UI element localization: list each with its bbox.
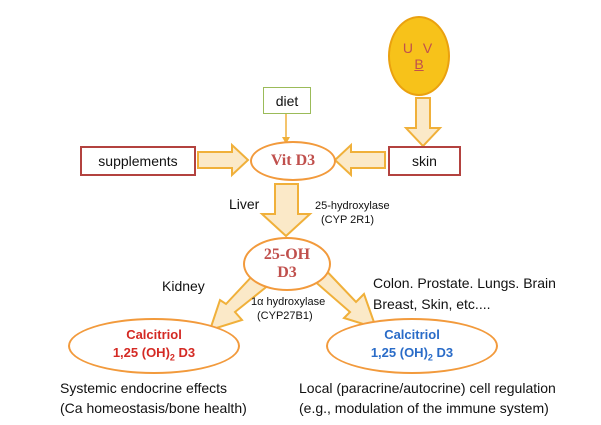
liver-label: Liver <box>229 196 260 212</box>
25-hydroxylase-line2: (CYP 2R1) <box>321 214 374 226</box>
target-tissues-label: Colon. Prostate. Lungs. Brain Breast, Sk… <box>373 273 556 315</box>
systemic-effects-label: Systemic endocrine effects (Ca homeostas… <box>60 378 247 418</box>
calcitriol-right-ellipse: Calcitriol 1,25 (OH)2 D3 <box>326 318 498 374</box>
calcitriol-left-name: Calcitriol <box>126 326 182 342</box>
uvb-sun-circle: U V B <box>388 16 450 96</box>
target-tissues-line2: Breast, Skin, etc.... <box>373 296 491 312</box>
diet-label: diet <box>275 92 299 109</box>
1a-hydroxylase-label: 1α hydroxylase (CYP27B1) <box>251 295 325 323</box>
supplements-label: supplements <box>98 153 178 169</box>
calcitriol-left-formula-pre: 1,25 (OH) <box>112 344 170 360</box>
25-hydroxylase-line1: 25-hydroxylase <box>315 200 390 212</box>
1a-hydroxylase-line1: 1α hydroxylase <box>251 296 326 308</box>
calcitriol-left-formula: 1,25 (OH)2 D3 <box>113 344 195 367</box>
25oh-to-calcitriol-left-arrow <box>208 270 272 332</box>
calcitriol-left-ellipse: Calcitriol 1,25 (OH)2 D3 <box>68 318 240 374</box>
25oh-line2: D3 <box>277 264 297 281</box>
supplements-to-vitd3-arrow <box>197 142 250 178</box>
skin-box: skin <box>388 146 461 176</box>
uvb-line2: B <box>414 56 424 72</box>
target-tissues-line1: Colon. Prostate. Lungs. Brain <box>373 275 556 291</box>
kidney-label: Kidney <box>162 278 205 294</box>
uvb-line1: U V <box>402 40 436 56</box>
25oh-d3-ellipse: 25-OH D3 <box>243 237 331 291</box>
calcitriol-right-formula: 1,25 (OH)2 D3 <box>371 344 453 367</box>
systemic-effects-line2: (Ca homeostasis/bone health) <box>60 400 247 416</box>
vitd3-label: Vit D3 <box>270 152 316 169</box>
systemic-effects-line1: Systemic endocrine effects <box>60 380 228 396</box>
calcitriol-right-name: Calcitriol <box>384 326 440 342</box>
vitd3-ellipse: Vit D3 <box>250 141 336 181</box>
calcitriol-right-formula-sub: 2 <box>427 352 433 363</box>
25-hydroxylase-label: 25-hydroxylase (CYP 2R1) <box>315 199 390 227</box>
local-regulation-label: Local (paracrine/autocrine) cell regulat… <box>299 378 556 418</box>
calcitriol-left-formula-post: D3 <box>174 344 196 360</box>
calcitriol-right-formula-pre: 1,25 (OH) <box>370 344 428 360</box>
1a-hydroxylase-line2: (CYP27B1) <box>257 310 313 322</box>
calcitriol-left-formula-sub: 2 <box>169 352 175 363</box>
diet-box: diet <box>263 87 311 114</box>
uvb-to-skin-arrow <box>403 97 443 148</box>
skin-label: skin <box>412 153 437 169</box>
local-regulation-line1: Local (paracrine/autocrine) cell regulat… <box>299 380 556 396</box>
skin-to-vitd3-arrow <box>333 142 386 178</box>
vitd3-to-25oh-arrow <box>259 183 313 238</box>
local-regulation-line2: (e.g., modulation of the immune system) <box>299 400 549 416</box>
calcitriol-right-formula-post: D3 <box>432 344 454 360</box>
25oh-line1: 25-OH <box>263 246 311 263</box>
supplements-box: supplements <box>80 146 196 176</box>
